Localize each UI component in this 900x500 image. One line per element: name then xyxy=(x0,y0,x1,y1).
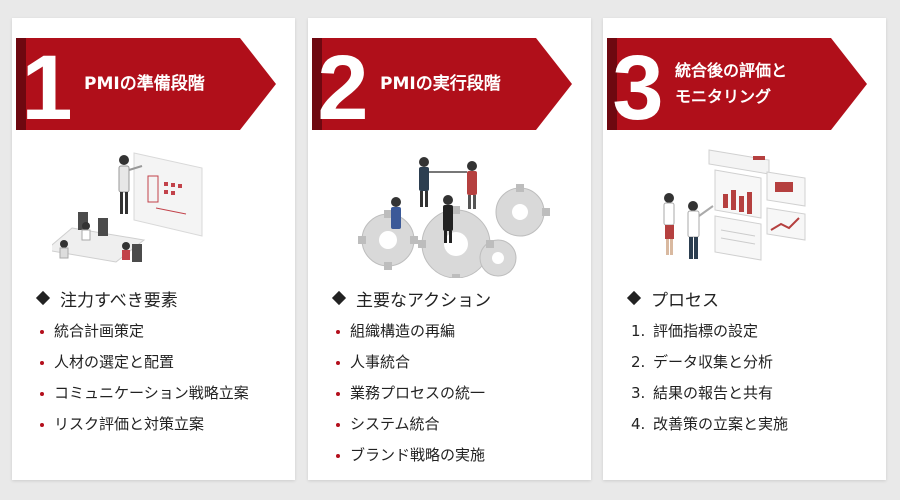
bullet-dot-icon xyxy=(40,329,44,334)
list-item: 組織構造の再編 xyxy=(332,316,485,347)
phase-number: 3 xyxy=(612,37,663,139)
section-heading: 注力すべき要素 xyxy=(35,284,178,312)
list-item-number: 3. xyxy=(631,384,646,402)
list-item-text: 人事統合 xyxy=(350,353,411,371)
list-item: 業務プロセスの統一 xyxy=(332,378,485,409)
phase-number: 2 xyxy=(317,37,368,139)
bullet-dot-icon xyxy=(336,453,340,458)
item-list: 1. 評価指標の設定 2. データ収集と分析 3. 結果の報告と共有 4. 改善策の立案… xyxy=(627,316,788,440)
list-item: 人材の選定と配置 xyxy=(36,347,249,378)
banner-arrow-shape xyxy=(16,38,276,130)
list-item-text: 人材の選定と配置 xyxy=(54,353,175,371)
list-item-text: システム統合 xyxy=(350,415,440,433)
phase-title-line: モニタリング xyxy=(675,87,772,106)
list-item: コミュニケーション戦略立案 xyxy=(36,378,249,409)
bullet-dot-icon xyxy=(336,391,340,396)
phase-banner: 2 PMIの実行段階 xyxy=(308,18,591,138)
list-item: 人事統合 xyxy=(332,347,485,378)
list-item: システム統合 xyxy=(332,409,485,440)
list-item-text: リスク評価と対策立案 xyxy=(54,415,205,433)
list-item: 4. 改善策の立案と実施 xyxy=(627,409,788,440)
phase-card-evaluation: 3 統合後の評価と モニタリング プロセス 1. 評価指標の設定 xyxy=(603,18,886,480)
dashboard-analysis-illustration xyxy=(663,149,806,261)
section-heading: プロセス xyxy=(626,284,719,312)
list-item: 1. 評価指標の設定 xyxy=(627,316,788,347)
list-item-text: 統合計画策定 xyxy=(54,322,145,340)
bullet-dot-icon xyxy=(40,360,44,365)
list-item-text: コミュニケーション戦略立案 xyxy=(54,384,249,402)
phase-banner: 3 統合後の評価と モニタリング xyxy=(603,18,886,138)
section-heading-label: 主要なアクション xyxy=(356,290,492,311)
bullet-dot-icon xyxy=(40,391,44,396)
bullet-dot-icon xyxy=(336,422,340,427)
team-meeting-whiteboard-illustration xyxy=(52,152,203,263)
list-item-text: 評価指標の設定 xyxy=(653,322,759,340)
phase-title: PMIの実行段階 xyxy=(380,74,501,94)
list-item: 3. 結果の報告と共有 xyxy=(627,378,788,409)
people-on-gears-illustration xyxy=(358,157,550,278)
bullet-dot-icon xyxy=(336,329,340,334)
section-heading-label: 注力すべき要素 xyxy=(60,290,178,311)
banner-arrow-shape xyxy=(607,38,867,130)
list-item-number: 4. xyxy=(631,415,646,433)
list-item-text: 業務プロセスの統一 xyxy=(350,384,486,402)
list-item-text: 結果の報告と共有 xyxy=(653,384,774,402)
diamond-icon xyxy=(35,290,51,306)
section-heading-label: プロセス xyxy=(651,290,719,311)
phase-title-line: 統合後の評価と xyxy=(675,61,788,80)
diamond-icon xyxy=(626,290,642,306)
phase-title: PMIの準備段階 xyxy=(84,74,205,94)
list-item: 統合計画策定 xyxy=(36,316,249,347)
section-heading: 主要なアクション xyxy=(331,284,492,312)
bullet-dot-icon xyxy=(336,360,340,365)
phase-card-preparation: 1 PMIの準備段階 注力すべき要素 統合計画策定 人材の選定と配置 コミュニケ xyxy=(12,18,295,480)
list-item: リスク評価と対策立案 xyxy=(36,409,249,440)
list-item-text: 改善策の立案と実施 xyxy=(653,415,789,433)
diamond-icon xyxy=(331,290,347,306)
phase-card-execution: 2 PMIの実行段階 xyxy=(308,18,591,480)
banner-arrow-shape xyxy=(312,38,572,130)
list-item: 2. データ収集と分析 xyxy=(627,347,788,378)
phase-banner: 1 PMIの準備段階 xyxy=(12,18,295,138)
list-item-number: 1. xyxy=(631,322,646,340)
list-item-number: 2. xyxy=(631,353,646,371)
list-item-text: 組織構造の再編 xyxy=(350,322,456,340)
list-item: ブランド戦略の実施 xyxy=(332,440,485,471)
list-item-text: データ収集と分析 xyxy=(653,353,774,371)
item-list: 統合計画策定 人材の選定と配置 コミュニケーション戦略立案 リスク評価と対策立案 xyxy=(36,316,249,440)
list-item-text: ブランド戦略の実施 xyxy=(350,446,486,464)
bullet-dot-icon xyxy=(40,422,44,427)
item-list: 組織構造の再編 人事統合 業務プロセスの統一 システム統合 ブランド戦略の実施 xyxy=(332,316,485,471)
phase-number: 1 xyxy=(21,37,72,139)
phase-title: 統合後の評価と モニタリング xyxy=(675,58,855,114)
